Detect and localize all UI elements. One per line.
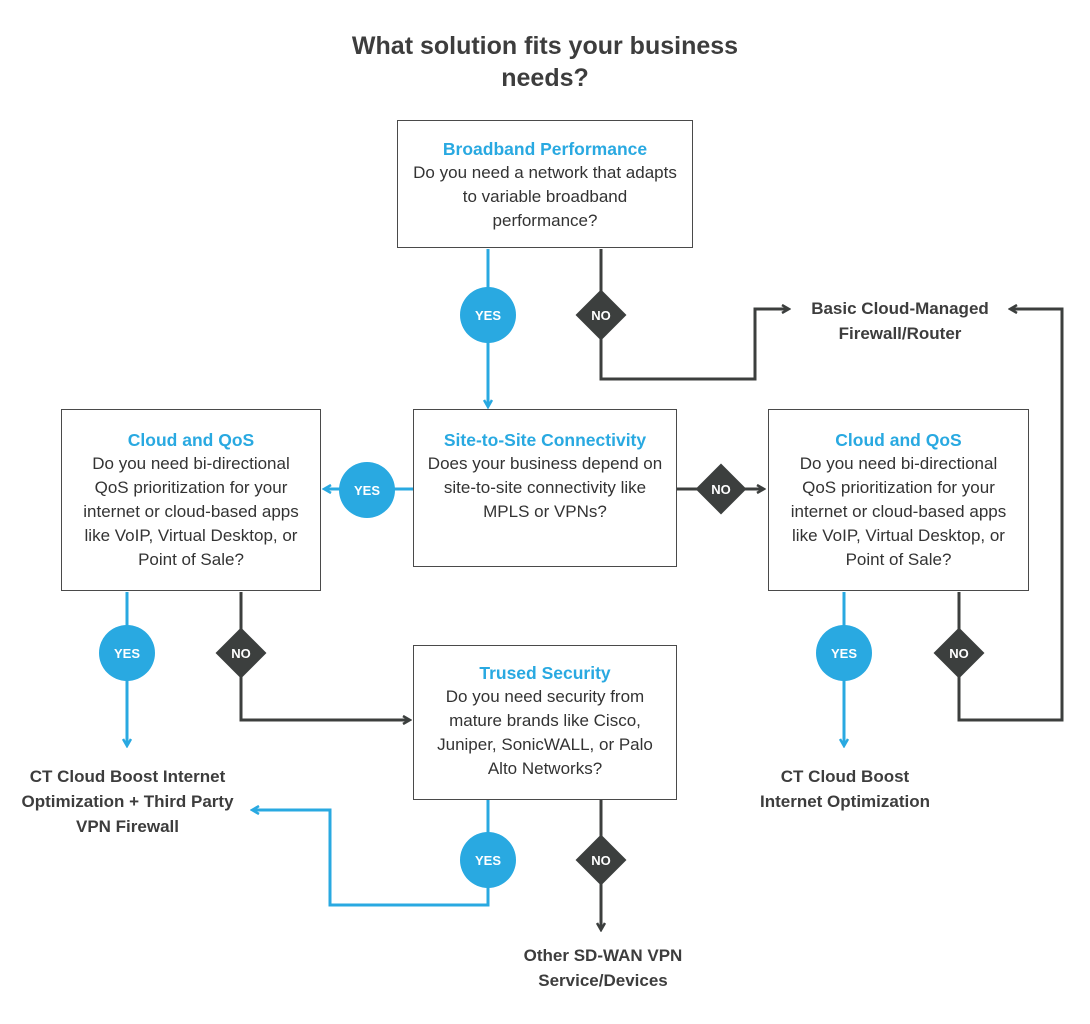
yes-badge-left-qos: YES xyxy=(99,625,155,681)
line-broadband-no xyxy=(599,249,789,381)
outcome-basic-firewall: Basic Cloud-Managed Firewall/Router xyxy=(811,299,989,343)
outcome-other-sdwan: Other SD-WAN VPN Service/Devices xyxy=(523,946,683,990)
decision-broadband-performance: Broadband Performance Do you need a netw… xyxy=(397,120,693,248)
no-diamond-left-qos: NO xyxy=(219,631,263,675)
decision-heading: Cloud and QoS xyxy=(127,430,255,450)
decision-cloud-qos-left: Cloud and QoS Do you need bi-directional… xyxy=(61,409,321,591)
decision-question: Do you need a network that adapts to var… xyxy=(413,163,677,230)
no-label: NO xyxy=(231,645,251,661)
no-diamond-broadband: NO xyxy=(579,293,623,337)
line-left-qos-no xyxy=(239,592,410,720)
decision-heading: Cloud and QoS xyxy=(835,430,962,450)
no-label: NO xyxy=(711,481,731,497)
decision-question: Do you need bi-directional QoS prioritiz… xyxy=(790,454,1007,569)
outcome-ct-boost-vpn: CT Cloud Boost Internet Optimization + T… xyxy=(21,767,234,836)
decision-site-to-site: Site-to-Site Connectivity Does your busi… xyxy=(413,409,677,567)
decision-question: Do you need security from mature brands … xyxy=(437,687,653,778)
yes-badge-security: YES xyxy=(460,832,516,888)
decision-heading: Trused Security xyxy=(479,663,611,683)
no-diamond-security: NO xyxy=(579,838,623,882)
decision-question: Do you need bi-directional QoS prioritiz… xyxy=(83,454,299,569)
page-title: What solution fits your business needs? xyxy=(351,32,739,92)
decision-question: Does your business depend on site-to-sit… xyxy=(427,454,663,521)
decision-cloud-qos-right: Cloud and QoS Do you need bi-directional… xyxy=(768,409,1029,591)
decision-trusted-security: Trused Security Do you need security fro… xyxy=(413,645,677,800)
decision-heading: Site-to-Site Connectivity xyxy=(443,430,647,450)
decision-heading: Broadband Performance xyxy=(442,139,648,159)
no-diamond-right-qos: NO xyxy=(937,631,981,675)
no-label: NO xyxy=(949,645,969,661)
yes-badge-right-qos: YES xyxy=(816,625,872,681)
line-security-yes xyxy=(252,800,490,907)
yes-badge-broadband: YES xyxy=(460,287,516,343)
no-label: NO xyxy=(591,307,611,323)
outcome-ct-boost: CT Cloud Boost Internet Optimization xyxy=(760,767,930,811)
no-diamond-site-to-site: NO xyxy=(699,467,743,511)
no-label: NO xyxy=(591,852,611,868)
yes-badge-site-to-site: YES xyxy=(339,462,395,518)
